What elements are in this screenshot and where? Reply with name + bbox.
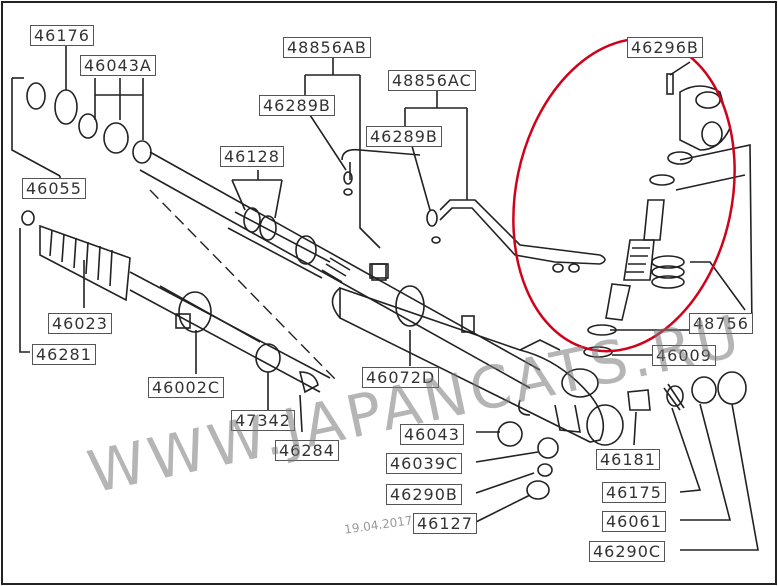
part-label-46290b[interactable]: 46290B (386, 484, 462, 505)
part-label-46176[interactable]: 46176 (30, 25, 94, 46)
part-label-46023[interactable]: 46023 (48, 313, 112, 334)
part-label-46181[interactable]: 46181 (596, 449, 660, 470)
part-label-48756[interactable]: 48756 (689, 313, 753, 334)
part-label-46061[interactable]: 46061 (602, 511, 666, 532)
part-label-46039c[interactable]: 46039C (386, 453, 463, 474)
part-label-46290c[interactable]: 46290C (589, 541, 666, 562)
part-label-46072d[interactable]: 46072D (362, 367, 440, 388)
part-label-46002c[interactable]: 46002C (148, 377, 225, 398)
part-label-46009[interactable]: 46009 (652, 345, 716, 366)
part-label-46281[interactable]: 46281 (32, 344, 96, 365)
part-label-47342[interactable]: 47342 (231, 410, 295, 431)
part-label-48856ab[interactable]: 48856AB (283, 37, 371, 58)
part-label-46055[interactable]: 46055 (22, 178, 86, 199)
part-label-46127[interactable]: 46127 (413, 513, 477, 534)
part-label-46128[interactable]: 46128 (220, 146, 284, 167)
part-label-46289b-2[interactable]: 46289B (366, 126, 442, 147)
part-label-46043[interactable]: 46043 (400, 424, 464, 445)
part-label-48856ac[interactable]: 48856AC (388, 70, 476, 91)
part-label-46284[interactable]: 46284 (275, 440, 339, 461)
part-label-46289b-1[interactable]: 46289B (259, 95, 335, 116)
part-label-46175[interactable]: 46175 (602, 482, 666, 503)
part-label-46296b[interactable]: 46296B (627, 37, 703, 58)
part-label-46043a[interactable]: 46043A (80, 55, 156, 76)
